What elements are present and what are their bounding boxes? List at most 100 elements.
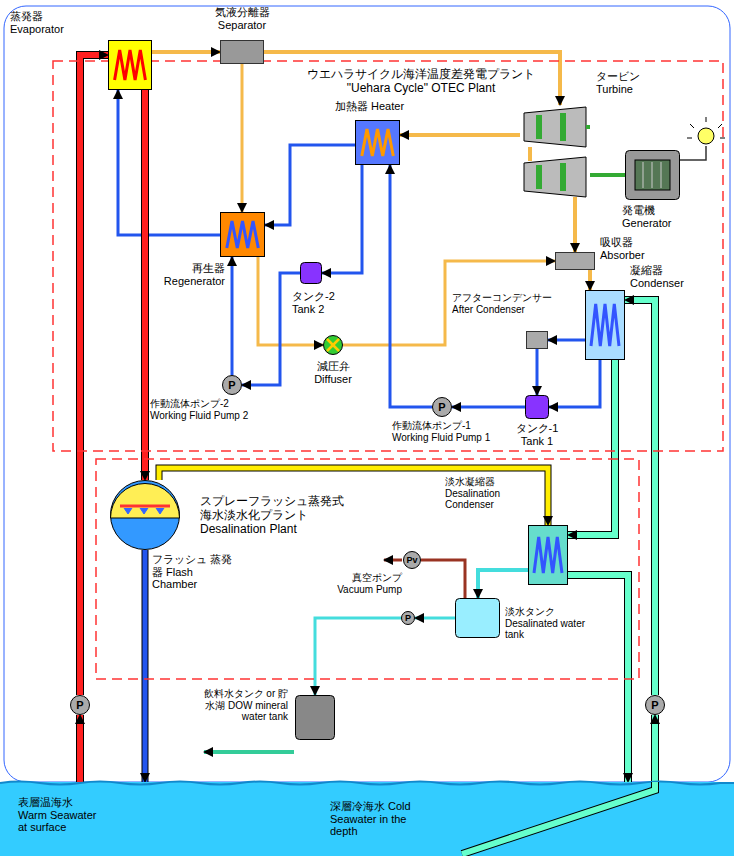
pipe-connector: [80, 715, 81, 782]
condenser-shape: [585, 290, 625, 360]
pipe-line: [415, 617, 455, 620]
pipe-line: [478, 570, 528, 598]
pump: P作動流体ポンプ-1 Working Fluid Pump 1: [432, 397, 452, 417]
node-label: 真空ポンプ Vacuum Pump: [322, 572, 402, 595]
vacuum-pump: Pv真空ポンプ Vacuum Pump: [403, 551, 421, 569]
flash-chamber: フラッシュ 蒸発器 Flash Chamber: [110, 480, 180, 550]
pipe-connector: [590, 270, 591, 290]
desalination-condenser-shape: [528, 525, 568, 585]
pipe-outline: [651, 715, 659, 782]
pipe-line: [548, 339, 585, 342]
node-label: 再生器 Regenerator: [150, 262, 225, 287]
pipe-line: [573, 230, 577, 252]
pipe-connector: [242, 273, 300, 385]
light-bulb: [680, 117, 725, 160]
pipe-connector: [421, 560, 465, 598]
regenerator-shape: [220, 212, 265, 257]
pipe-line: [118, 90, 220, 235]
water-outflow: [204, 750, 294, 754]
pipe-connector: [145, 550, 146, 782]
heater: 加熱器 Heater: [355, 120, 400, 165]
tank: タンク-2 Tank 2: [300, 262, 322, 284]
pipe-connector: [80, 55, 108, 695]
vacuum-exhaust: [384, 559, 402, 562]
pump-symbol: P: [222, 375, 242, 395]
pipe-line: [652, 715, 658, 782]
water-tank: 淡水タンク Desalinated water tank: [455, 598, 500, 638]
pipe-outline: [142, 550, 149, 782]
tank-shape: [525, 395, 549, 419]
pipe-line: [142, 90, 148, 480]
pump: P: [70, 695, 90, 715]
pipe-line: [264, 52, 560, 105]
node-label: スプレーフラッシュ蒸発式 海水淡水化プラント Desalination Plan…: [200, 495, 350, 536]
pipe-outline: [76, 715, 84, 782]
node-label: タンク-1 Tank 1: [505, 422, 569, 447]
pipe-connector: [322, 165, 362, 273]
pipe-connector: [537, 349, 538, 395]
pipe-line: [80, 55, 108, 695]
pipe-outline: [80, 55, 108, 695]
pump-symbol: P: [70, 695, 90, 715]
node-label: 減圧弁 Diffuser: [300, 360, 366, 385]
node-label: 蒸発器 Evaporator: [10, 10, 80, 35]
pump-symbol: P: [432, 397, 452, 417]
node-label: 飲料水タンク or 貯水湖 DOW mineral water tank: [198, 688, 288, 723]
sea: 表層温海水 Warm Seawater at surface深層冷海水 Cold…: [0, 782, 734, 856]
pipe-line: [400, 133, 520, 137]
pipe-connector: [452, 407, 525, 408]
pipe-connector: [655, 715, 656, 782]
pump: P作動流体ポンプ-2 Working Fluid Pump 2: [222, 375, 242, 395]
node-label: 淡水凝縮器 Desalination Condenser: [445, 476, 541, 511]
node-label: 吸収器 Absorber: [600, 236, 658, 261]
pipe-connector: [315, 618, 401, 695]
absorber-shape: [555, 252, 595, 270]
tank: タンク-1 Tank 1: [525, 395, 549, 419]
pipe-line: [549, 360, 600, 407]
pipe-line: [536, 349, 539, 395]
pipe-connector: [390, 165, 432, 407]
pipe-line: [590, 173, 625, 177]
pipe-connector: [548, 340, 585, 341]
node-label: フラッシュ 蒸発器 Flash Chamber: [152, 553, 234, 591]
regenerator: 再生器 Regenerator: [220, 212, 265, 257]
pipe-line: [568, 360, 615, 535]
pipe-outline: [568, 360, 615, 535]
condenser: 凝縮器 Condenser: [585, 290, 625, 360]
tank-shape: [300, 262, 322, 284]
separator-shape: [220, 40, 264, 64]
pipe-line: [390, 165, 432, 407]
pipe-line: [588, 270, 592, 290]
pipe-line: [152, 50, 220, 54]
water-tank-shape: [455, 598, 500, 638]
pipe-connector: [400, 135, 520, 136]
node-label: 加熱器 Heater: [335, 100, 404, 113]
pipe-connector: [568, 360, 615, 535]
turbine: タービン Turbine: [520, 105, 590, 230]
node-label: 気液分離器 Separator: [200, 6, 284, 31]
pipe-connector: [242, 64, 243, 212]
pump-symbol: P: [401, 611, 415, 625]
pipe-connector: [152, 52, 220, 53]
pipe-line: [77, 715, 83, 782]
pump: P: [645, 695, 665, 715]
node-label: タービン Turbine: [596, 70, 651, 95]
node-label: 凝縮器 Condenser: [630, 264, 688, 289]
desalination-condenser: 淡水凝縮器 Desalination Condenser: [528, 525, 568, 585]
pump-symbol: Pv: [403, 551, 421, 569]
node-label: ウエハラサイクル海洋温度差発電プラント "Uehara Cycle" OTEC …: [296, 68, 546, 96]
after-condenser-shape: [526, 331, 548, 349]
node-label: 作動流体ポンプ-2 Working Fluid Pump 2: [150, 398, 256, 421]
evaporator: 蒸発器 Evaporator: [108, 40, 152, 90]
node-label: 発電機 Generator: [622, 204, 684, 229]
node-label: 作動流体ポンプ-1 Working Fluid Pump 1: [392, 420, 498, 443]
evaporator-shape: [108, 40, 152, 90]
node-label: タンク-2 Tank 2: [292, 290, 347, 315]
pipe-connector: [590, 175, 625, 176]
pipe-line: [452, 406, 525, 409]
pipe-connector: [118, 90, 220, 235]
node-label: 淡水タンク Desalinated water tank: [505, 606, 597, 641]
pipe-line: [315, 618, 401, 695]
pipe-line: [421, 560, 465, 598]
